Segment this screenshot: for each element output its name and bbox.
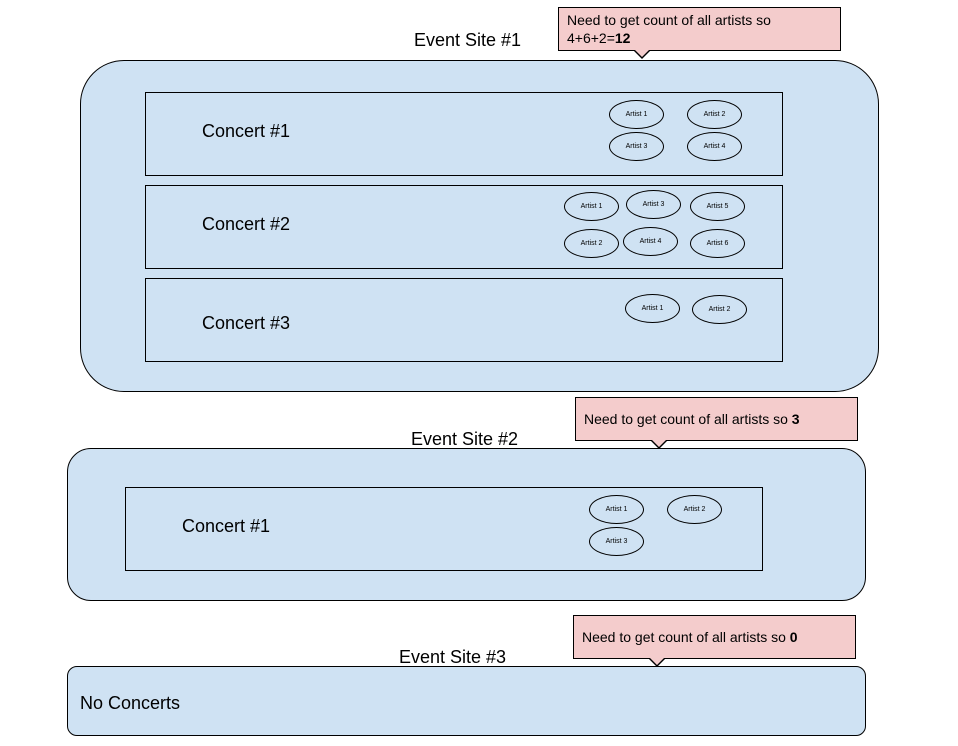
- event-site-3-title: Event Site #3: [399, 647, 507, 667]
- event-site-3: No Concerts: [67, 666, 866, 736]
- callout-count: 12: [614, 30, 631, 46]
- concert-title: Concert #1: [182, 516, 271, 536]
- event-site-1-concert-1: Concert #1 Artist 1 Artist 2 Artist 3 Ar…: [145, 92, 783, 176]
- concert-title: Concert #2: [202, 214, 291, 234]
- artist-node: Artist 4: [623, 227, 678, 256]
- event-site-1-callout: Need to get count of all artists so 4+6+…: [558, 7, 841, 59]
- artist-node: Artist 1: [609, 100, 664, 129]
- callout-text: Need to get count of all artists so 4+6+…: [567, 12, 771, 46]
- callout-pointer-fill: [651, 439, 667, 447]
- callout-text: Need to get count of all artists so: [584, 411, 792, 427]
- callout-pointer-fill: [634, 49, 650, 57]
- artist-node: Artist 3: [609, 132, 664, 161]
- artist-node: Artist 2: [667, 495, 722, 524]
- artist-node: Artist 4: [687, 132, 742, 161]
- event-site-2-title: Event Site #2: [411, 429, 519, 449]
- artist-node: Artist 6: [690, 229, 745, 258]
- callout-count: 0: [789, 629, 798, 645]
- artist-node: Artist 2: [687, 100, 742, 129]
- concert-title: Concert #3: [202, 313, 291, 333]
- artist-node: Artist 2: [564, 229, 619, 258]
- artist-node: Artist 5: [690, 192, 745, 221]
- artist-node: Artist 2: [692, 295, 747, 324]
- event-site-2-concert-1: Concert #1 Artist 1 Artist 2 Artist 3: [125, 487, 763, 571]
- callout-count: 3: [791, 411, 800, 427]
- artist-node: Artist 1: [625, 294, 680, 323]
- artist-node: Artist 1: [564, 192, 619, 221]
- event-site-1-concert-2: Concert #2 Artist 1 Artist 3 Artist 5 Ar…: [145, 185, 783, 269]
- no-concerts-label: No Concerts: [80, 693, 181, 713]
- artist-node: Artist 3: [589, 527, 644, 556]
- callout-text: Need to get count of all artists so: [582, 629, 790, 645]
- event-site-1-title: Event Site #1: [414, 30, 522, 50]
- event-site-3-callout: Need to get count of all artists so 0: [573, 615, 856, 667]
- event-site-1-concert-3: Concert #3 Artist 1 Artist 2: [145, 278, 783, 362]
- artist-node: Artist 3: [626, 190, 681, 219]
- concert-title: Concert #1: [202, 121, 291, 141]
- artist-node: Artist 1: [589, 495, 644, 524]
- callout-pointer-fill: [649, 657, 665, 665]
- event-site-2-callout: Need to get count of all artists so 3: [575, 397, 858, 449]
